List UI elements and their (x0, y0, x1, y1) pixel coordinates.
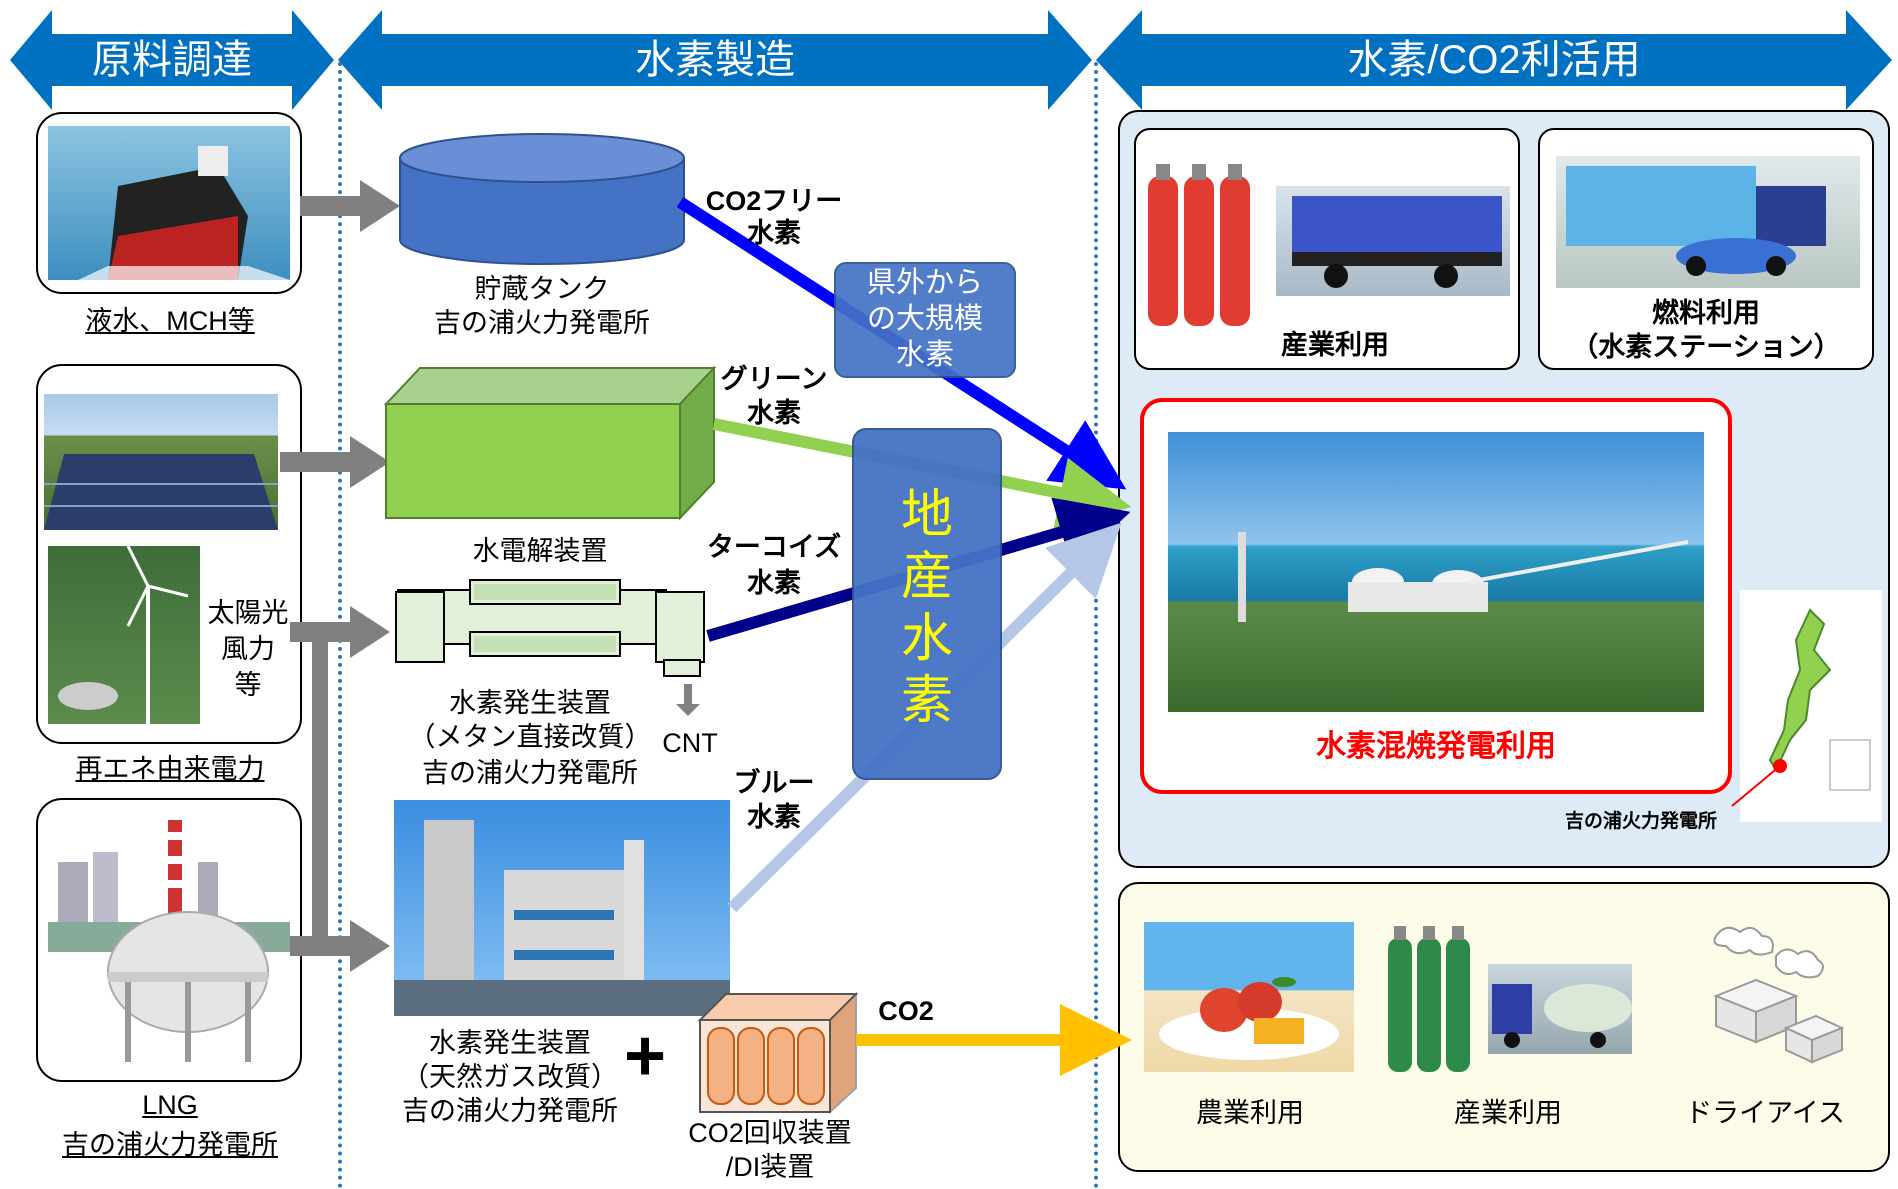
h2-trailer-image (1276, 186, 1510, 296)
turquoise-label-line2: 水素 (747, 568, 801, 598)
renewable-type-etc: 等 (234, 670, 262, 700)
gas-reformer-image (394, 800, 730, 1016)
plant-marker-label: 吉の浦火力発電所 (1564, 811, 1717, 832)
vertical-connector (312, 628, 328, 946)
fuel-use-label-line2: （水素ステーション） (1571, 332, 1841, 362)
local-char-4: 素 (900, 672, 953, 730)
outside-label-line3: 水素 (895, 339, 954, 371)
local-char-2: 産 (900, 548, 953, 606)
methane-label-line3: 吉の浦火力発電所 (422, 758, 638, 788)
h2-station-truck-image (1556, 156, 1860, 288)
electrolyzer-label: 水電解装置 (472, 536, 608, 566)
methane-label-line2: （メタン直接改質） (408, 722, 652, 752)
green-label-line2: 水素 (747, 398, 801, 428)
cnt-label: CNT (662, 728, 718, 758)
local-char-1: 地 (900, 486, 953, 544)
power-plant-image (1168, 432, 1704, 712)
agri-use-label: 農業利用 (1196, 1098, 1304, 1128)
cnt-down-arrow (676, 684, 700, 716)
co2-industrial-label: 産業利用 (1454, 1098, 1562, 1128)
mango-image (1144, 922, 1354, 1072)
co2-flow-label: CO2 (878, 996, 934, 1026)
local-char-3: 水 (900, 610, 953, 668)
plus-sign: + (623, 1016, 667, 1096)
industrial-use-label: 産業利用 (1281, 330, 1389, 360)
methane-label-line1: 水素発生装置 (449, 688, 611, 718)
tank-label-line2: 吉の浦火力発電所 (434, 308, 650, 338)
co2-cylinders-image (1386, 924, 1472, 1072)
ship-image (48, 126, 290, 280)
lng-to-reformer-arrow (290, 920, 390, 972)
dry-ice-image (1676, 916, 1856, 1076)
lng-image (48, 812, 290, 1074)
lng-caption-line2: 吉の浦火力発電所 (62, 1130, 278, 1160)
renewable-type-solar: 太陽光 (207, 598, 289, 628)
co2-capture-label-line2: /DI装置 (725, 1152, 815, 1182)
renewable-caption: 再エネ由来電力 (75, 754, 265, 784)
separator-right (1094, 62, 1098, 1189)
header-arrow-usage (1096, 10, 1892, 110)
ship-caption: 液水、MCH等 (85, 306, 255, 336)
fuel-use-label-line1: 燃料利用 (1652, 298, 1760, 328)
header-arrow-production (338, 10, 1092, 110)
wind-image (48, 546, 200, 724)
co2free-label-line2: 水素 (747, 218, 801, 248)
blue-label-line2: 水素 (747, 802, 801, 832)
dry-ice-label: ドライアイス (1685, 1098, 1845, 1128)
outside-hydrogen-box (834, 262, 1016, 378)
header-label-production: 水素製造 (635, 38, 795, 82)
gas-reformer-label-line3: 吉の浦火力発電所 (402, 1096, 618, 1126)
gas-reformer-label-line2: （天然ガス改質） (402, 1062, 618, 1092)
co2-capture-label-line1: CO2回収装置 (688, 1118, 852, 1148)
co2-truck-image (1488, 964, 1632, 1054)
okinawa-map (1740, 590, 1882, 822)
gas-reformer-label-line1: 水素発生装置 (429, 1028, 591, 1058)
lng-caption-line1: LNG (142, 1090, 198, 1120)
outside-label-line2: の大規模 (866, 303, 983, 335)
header-label-usage: 水素/CO2利活用 (1347, 38, 1641, 82)
tank-label-line1: 貯蔵タンク (474, 274, 610, 304)
blue-label-line1: ブルー (733, 768, 815, 798)
cofiring-label: 水素混焼発電利用 (1316, 730, 1556, 763)
header-arrow-raw (10, 10, 334, 110)
solar-to-electrolyzer-arrow (280, 436, 390, 488)
local-hydrogen-box (852, 428, 1002, 780)
renewable-type-wind: 風力 (221, 634, 275, 664)
co2free-label-line1: CO2フリー (705, 186, 843, 216)
outside-label-line1: 県外から (866, 267, 983, 299)
green-label-line1: グリーン (720, 364, 828, 394)
wind-to-methane-arrow (290, 606, 390, 658)
h2-cylinders-image (1146, 160, 1254, 326)
turquoise-label-line1: ターコイズ (706, 532, 842, 562)
header-label-raw: 原料調達 (92, 38, 252, 82)
solar-image (44, 394, 278, 530)
ship-to-tank-arrow (300, 180, 400, 232)
